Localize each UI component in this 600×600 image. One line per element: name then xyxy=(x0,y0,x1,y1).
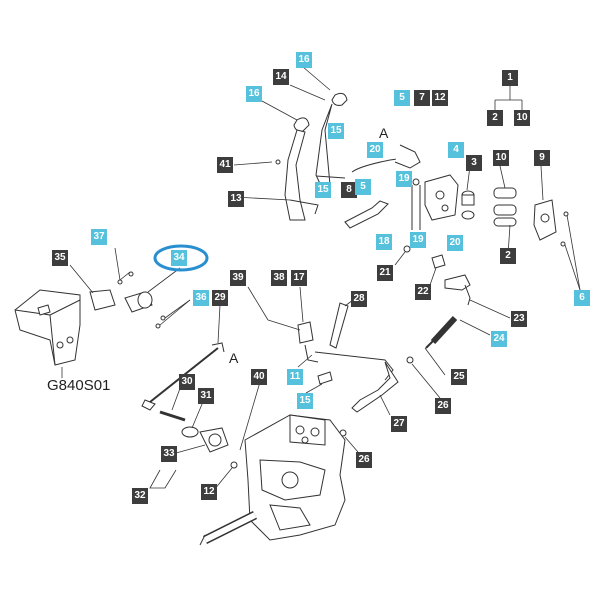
callout-21[interactable]: 21 xyxy=(377,265,393,281)
callout-22[interactable]: 22 xyxy=(415,284,431,300)
brake-pedal-assembly xyxy=(284,92,348,221)
callout-5[interactable]: 5 xyxy=(355,179,371,195)
callout-25[interactable]: 25 xyxy=(451,369,467,385)
callout-20[interactable]: 20 xyxy=(367,142,383,158)
callout-16[interactable]: 16 xyxy=(246,86,262,102)
callout-23[interactable]: 23 xyxy=(511,311,527,327)
callout-19[interactable]: 19 xyxy=(396,171,412,187)
callout-40[interactable]: 40 xyxy=(251,369,267,385)
callout-38[interactable]: 38 xyxy=(271,270,287,286)
spring-24 xyxy=(425,315,491,349)
linkage-rods xyxy=(344,144,421,230)
callout-27[interactable]: 27 xyxy=(391,416,407,432)
plate-9 xyxy=(533,199,557,241)
callout-9[interactable]: 9 xyxy=(534,150,550,166)
callout-18[interactable]: 18 xyxy=(376,234,392,250)
callout-31[interactable]: 31 xyxy=(198,388,214,404)
callout-34[interactable]: 34 xyxy=(171,250,187,266)
callout-26[interactable]: 26 xyxy=(356,452,372,468)
callout-35[interactable]: 35 xyxy=(52,250,68,266)
callout-29[interactable]: 29 xyxy=(212,290,228,306)
callout-28[interactable]: 28 xyxy=(351,291,367,307)
callout-39[interactable]: 39 xyxy=(230,270,246,286)
callout-6[interactable]: 6 xyxy=(574,290,590,306)
callout-3[interactable]: 3 xyxy=(466,155,482,171)
block-38 xyxy=(297,321,314,344)
callout-11[interactable]: 11 xyxy=(287,369,303,385)
callout-16[interactable]: 16 xyxy=(296,52,312,68)
view-marker-letter: A xyxy=(229,350,239,366)
callout-37[interactable]: 37 xyxy=(91,229,107,245)
transmission-housing xyxy=(199,414,346,546)
lever-27 xyxy=(351,361,399,413)
callout-10[interactable]: 10 xyxy=(493,150,509,166)
callout-41[interactable]: 41 xyxy=(217,157,233,173)
callout-32[interactable]: 32 xyxy=(132,488,148,504)
callout-15[interactable]: 15 xyxy=(297,393,313,409)
callout-15[interactable]: 15 xyxy=(328,123,344,139)
callout-17[interactable]: 17 xyxy=(291,270,307,286)
drawing-code-label: G840S01 xyxy=(47,377,111,394)
sensor-housing-assembly xyxy=(14,289,81,378)
view-marker-letter: A xyxy=(379,125,389,141)
selection-ring xyxy=(153,244,209,272)
callout-13[interactable]: 13 xyxy=(228,191,244,207)
callout-14[interactable]: 14 xyxy=(273,69,289,85)
callout-8[interactable]: 8 xyxy=(341,182,357,198)
callout-19[interactable]: 19 xyxy=(410,232,426,248)
callout-26[interactable]: 26 xyxy=(435,398,451,414)
callout-20[interactable]: 20 xyxy=(447,235,463,251)
callout-36[interactable]: 36 xyxy=(193,290,209,306)
callout-7[interactable]: 7 xyxy=(414,90,430,106)
bracket-35 xyxy=(89,289,116,311)
callout-12[interactable]: 12 xyxy=(432,90,448,106)
callout-2[interactable]: 2 xyxy=(487,110,503,126)
bracket xyxy=(424,174,459,221)
callout-1[interactable]: 1 xyxy=(502,70,518,86)
callout-2[interactable]: 2 xyxy=(500,248,516,264)
callout-24[interactable]: 24 xyxy=(491,331,507,347)
callout-4[interactable]: 4 xyxy=(448,142,464,158)
callout-10[interactable]: 10 xyxy=(514,110,530,126)
callout-30[interactable]: 30 xyxy=(179,374,195,390)
callout-15[interactable]: 15 xyxy=(315,182,331,198)
callout-5[interactable]: 5 xyxy=(394,90,410,106)
callout-33[interactable]: 33 xyxy=(161,446,177,462)
callout-12[interactable]: 12 xyxy=(201,484,217,500)
